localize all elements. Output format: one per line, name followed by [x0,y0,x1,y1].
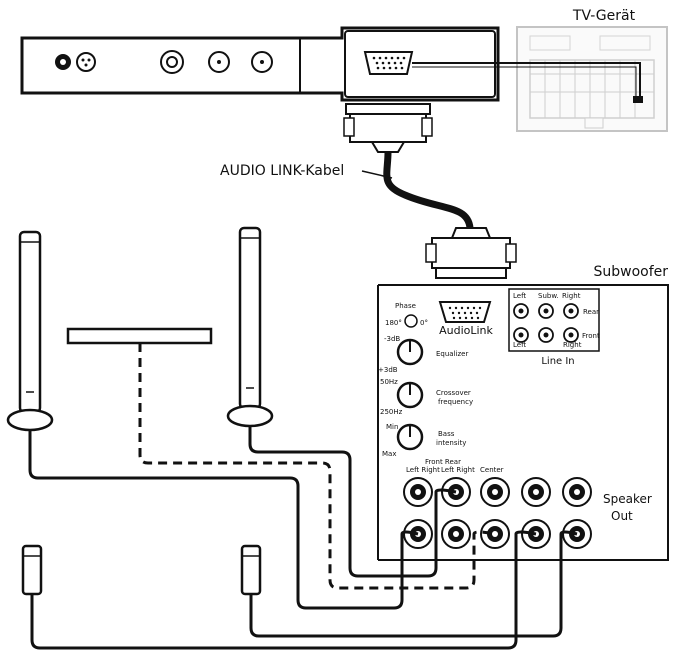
phase-180-label: 180° [385,319,402,327]
bass-bottom-label: Max [382,450,396,458]
eq-bottom-label: +3dB [378,366,398,374]
in-subw-label: Subw. [538,292,559,300]
center-speaker-cable [138,343,496,590]
bass-label: Bass [438,430,455,438]
in-rear-label: Rear [583,308,599,316]
eq-top-label: -3dB [384,335,400,343]
cable-label: AUDIO LINK-Kabel [220,163,344,179]
front-left-speaker [6,230,54,432]
in-front-label: Front [582,332,600,340]
front-right-speaker [226,226,274,428]
rear-left-speaker [21,544,43,596]
audiolink-label: AudioLink [439,324,493,337]
equalizer-label: Equalizer [436,350,468,358]
left-right-a-label: Left Right [406,466,440,474]
center-speaker [66,327,213,345]
phase-switch-icon [404,314,418,328]
equalizer-knob-icon [396,338,424,366]
front-rear-label: Front Rear [425,458,461,466]
top-device [20,26,500,102]
tv-device: TV-Gerät [412,8,668,132]
in-left-label: Left [513,292,526,300]
jack-icon [76,52,96,72]
bass-knob-icon [396,423,424,451]
line-in-label: Line In [541,356,574,367]
speaker-cables [28,426,578,650]
in-left2-label: Left [513,341,526,349]
crossover-label: Crossover [436,389,471,397]
in-right2-label: Right [563,341,582,349]
phase-0-label: 0° [420,319,428,327]
bass2-label: intensity [436,439,466,447]
speaker-out-label-2: Out [611,509,633,523]
speaker-terminal-icon [403,477,592,507]
audio-link-cable: AUDIO LINK-Kabel [220,103,517,279]
crossover-knob-icon [396,381,424,409]
bass-top-label: Min [386,423,398,431]
xo-bottom-label: 250Hz [380,408,403,416]
in-right-label: Right [562,292,581,300]
tv-label: TV-Gerät [572,8,636,24]
subwoofer-panel: Subwoofer Phase 180° 0° AudioLink Left S… [377,264,669,561]
crossover2-label: frequency [438,398,473,406]
phase-label: Phase [395,302,416,310]
subwoofer-label: Subwoofer [593,264,668,280]
rear-right-speaker [240,544,262,596]
left-right-b-label: Left Right [441,466,475,474]
xo-top-label: 50Hz [380,378,398,386]
rca-jack-icon [513,303,579,343]
center-label: Center [480,466,504,474]
speaker-out-label-1: Speaker [603,492,652,506]
